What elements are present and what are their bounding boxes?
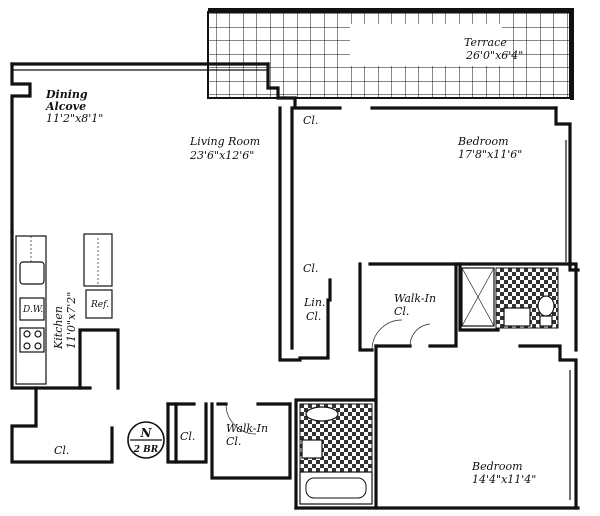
kitchen-name: Kitchen: [52, 306, 65, 350]
walkin2-name2: Cl.: [226, 435, 241, 448]
walkin1-name2: Cl.: [394, 305, 409, 318]
door-swings: [225, 319, 431, 435]
closet-label-2: Cl.: [303, 262, 318, 275]
terrace-dims: 26'0"x6'4": [465, 49, 523, 62]
dining-name2: Alcove: [45, 100, 86, 113]
walkin1-name: Walk-In: [394, 292, 436, 305]
walkin2-name: Walk-In: [226, 422, 268, 435]
bedroom2-name: Bedroom: [471, 460, 523, 473]
kitchen-dims: 11'0"x7'2": [65, 292, 78, 349]
dining-dims: 11'2"x8'1": [46, 112, 103, 125]
dishwasher-label: D.W.: [22, 305, 43, 315]
compass-unit-type: 2 BR: [133, 445, 159, 455]
linen-label: Lin.: [303, 296, 325, 309]
refrigerator-label: Ref.: [90, 300, 109, 310]
closet-label-3: Cl.: [306, 310, 321, 323]
compass-icon: N 2 BR: [127, 421, 165, 459]
living-name: Living Room: [189, 135, 260, 148]
walls: [10, 62, 580, 510]
compass-north: N: [140, 426, 153, 440]
bedroom1-dims: 17'8"x11'6": [458, 148, 522, 161]
kitchen-fixtures: [15, 233, 113, 385]
closet-label-4: Cl.: [180, 430, 195, 443]
terrace-name: Terrace: [464, 36, 507, 49]
bathroom-2: [299, 403, 373, 505]
living-dims: 23'6"x12'6": [189, 149, 254, 162]
bedroom2-dims: 14'4"x11'4": [472, 473, 536, 486]
closet-label-1: Cl.: [303, 114, 318, 127]
closet-label-5: Cl.: [54, 444, 69, 457]
bathroom-1: [461, 267, 559, 329]
dining-name: Dining: [45, 88, 88, 101]
bedroom1-name: Bedroom: [457, 135, 509, 148]
